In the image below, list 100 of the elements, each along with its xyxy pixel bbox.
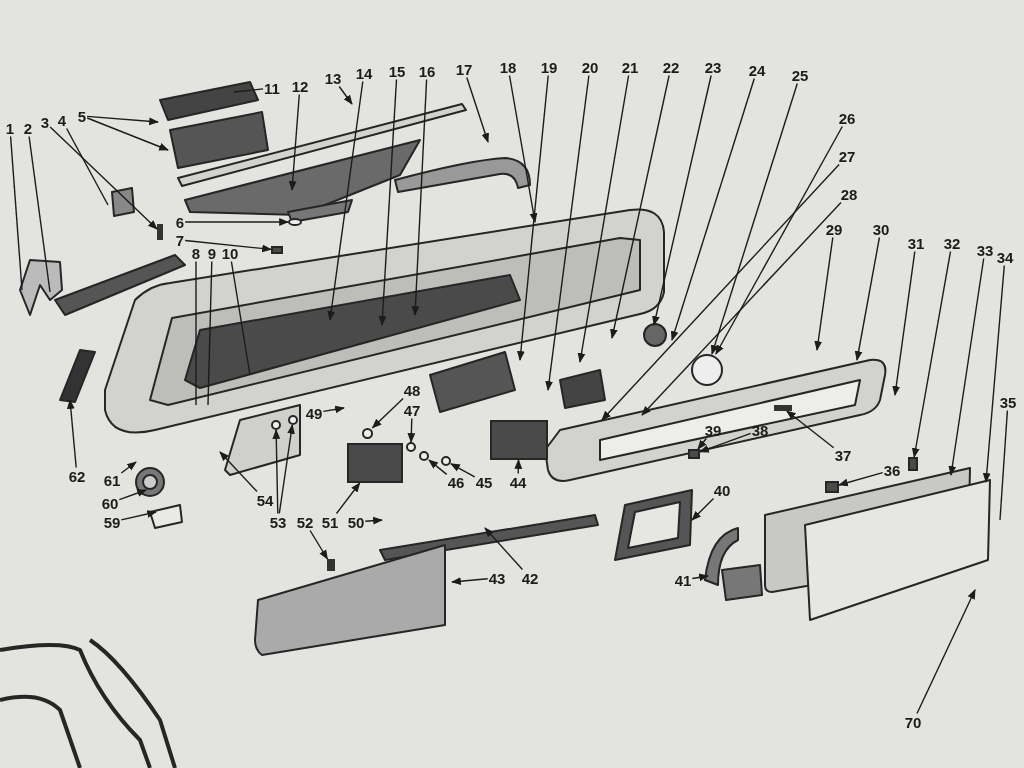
leader-line [786, 410, 835, 449]
callout-number: 37 [833, 446, 853, 464]
leader-line [278, 424, 295, 515]
callout-number: 24 [747, 61, 767, 79]
leader-line [916, 589, 976, 715]
callout-number: 23 [703, 58, 723, 76]
leader-line [120, 510, 157, 521]
leader-line [838, 471, 884, 487]
callout-number: 38 [750, 421, 770, 439]
clip-drawing [908, 457, 918, 471]
leader-line [411, 78, 428, 316]
callout-number: 49 [304, 404, 324, 422]
clip-drawing [271, 246, 283, 254]
leader-line [9, 135, 23, 291]
callout-number: 34 [995, 248, 1015, 266]
leader-line [184, 218, 289, 226]
leader-line [371, 397, 404, 429]
callout-number: 28 [839, 185, 859, 203]
leader-line [710, 82, 798, 355]
callout-number: 47 [402, 401, 422, 419]
callout-number: 40 [712, 481, 732, 499]
leader-line [641, 201, 842, 416]
bulb-socket-drawing [688, 449, 700, 459]
leader-line [610, 74, 670, 339]
callout-number: 48 [402, 381, 422, 399]
leader-line [184, 239, 272, 253]
bulb-drawing [288, 415, 298, 425]
washer-drawing [419, 451, 429, 461]
leader-line [577, 74, 630, 363]
callout-number: 43 [487, 569, 507, 587]
leader-line [911, 250, 952, 458]
callout-number: 59 [102, 513, 122, 531]
callout-number: 46 [446, 473, 466, 491]
callout-number: 32 [942, 234, 962, 252]
callout-number: 27 [837, 147, 857, 165]
leader-line [670, 77, 755, 341]
leader-line [601, 163, 840, 421]
leader-line [514, 459, 523, 475]
leader-line [86, 115, 159, 126]
callout-number: 42 [520, 569, 540, 587]
callout-number: 62 [67, 467, 87, 485]
callout-number: 14 [354, 64, 374, 82]
leader-line [309, 529, 329, 560]
leader-line [322, 405, 345, 414]
callout-number: 4 [56, 111, 68, 129]
leader-line [335, 482, 361, 515]
leader-line [327, 80, 364, 321]
callout-number: 30 [871, 220, 891, 238]
clip-drawing [327, 559, 335, 571]
callout-number: 33 [975, 241, 995, 259]
callout-number: 3 [39, 113, 51, 131]
leader-line [219, 451, 258, 493]
callout-number: 17 [454, 60, 474, 78]
leader-line [699, 432, 752, 453]
leader-line [65, 127, 109, 206]
callout-number: 25 [790, 66, 810, 84]
clip-drawing [774, 405, 792, 411]
leader-line [49, 126, 158, 230]
leader-line [28, 135, 51, 293]
leader-line [288, 93, 300, 191]
callout-number: 60 [100, 494, 120, 512]
leader-line [715, 125, 843, 355]
leader-line [892, 250, 916, 396]
callout-number: 53 [268, 513, 288, 531]
leader-line [508, 74, 538, 223]
callout-number: 61 [102, 471, 122, 489]
leader-line [378, 78, 398, 326]
callout-number: 7 [174, 231, 186, 249]
callout-number: 22 [661, 58, 681, 76]
callout-number: 26 [837, 109, 857, 127]
leader-line [338, 85, 353, 105]
callout-number: 5 [76, 107, 88, 125]
callout-number: 18 [498, 58, 518, 76]
oval-lens-drawing [288, 218, 302, 226]
callout-number: 44 [508, 473, 528, 491]
callout-number: 1 [4, 119, 16, 137]
callout-number: 39 [703, 421, 723, 439]
callout-number: 50 [346, 513, 366, 531]
leader-line [516, 74, 549, 361]
leader-line [428, 459, 448, 476]
bulb-drawing [271, 420, 281, 430]
leader-line [545, 74, 590, 391]
leader-line [230, 260, 251, 376]
leader-line [118, 489, 147, 501]
leader-line [484, 527, 524, 571]
callout-number: 2 [22, 119, 34, 137]
callout-number: 36 [882, 461, 902, 479]
callout-number: 11 [263, 79, 281, 97]
callout-number: 45 [474, 473, 494, 491]
leader-line [948, 257, 985, 476]
leader-line [451, 577, 489, 586]
callout-number: 54 [255, 491, 275, 509]
leader-line [195, 260, 197, 406]
clip-drawing [825, 481, 839, 493]
callout-number: 9 [206, 244, 218, 262]
leader-line [66, 399, 77, 469]
callout-number: 35 [998, 393, 1018, 411]
leader-line [407, 417, 416, 443]
leader-line [86, 117, 169, 151]
leader-line [652, 74, 712, 326]
